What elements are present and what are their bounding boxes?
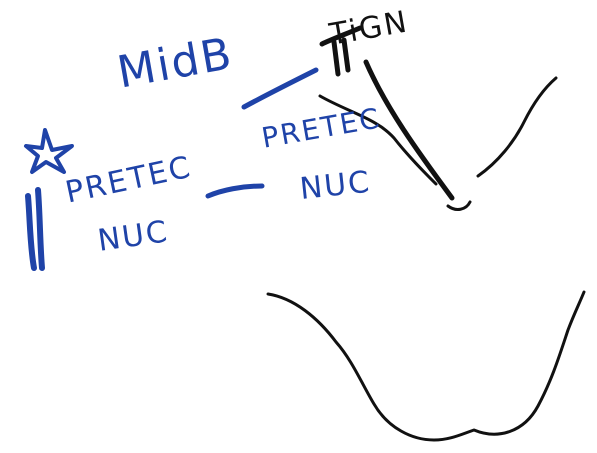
brain-outline-upper-left	[318, 94, 438, 186]
star-icon	[24, 128, 74, 174]
right-nucleus-label-line2: NUC	[298, 164, 373, 207]
nuclei-connector-line	[205, 183, 265, 199]
pointer-tick	[319, 25, 363, 77]
pointer-line	[241, 67, 319, 110]
diagonal-line	[363, 59, 455, 201]
center-hook	[446, 200, 472, 211]
double-bar-mark	[25, 187, 45, 271]
brain-outline-upper-right	[476, 76, 558, 178]
brain-outline-lower	[266, 290, 586, 442]
